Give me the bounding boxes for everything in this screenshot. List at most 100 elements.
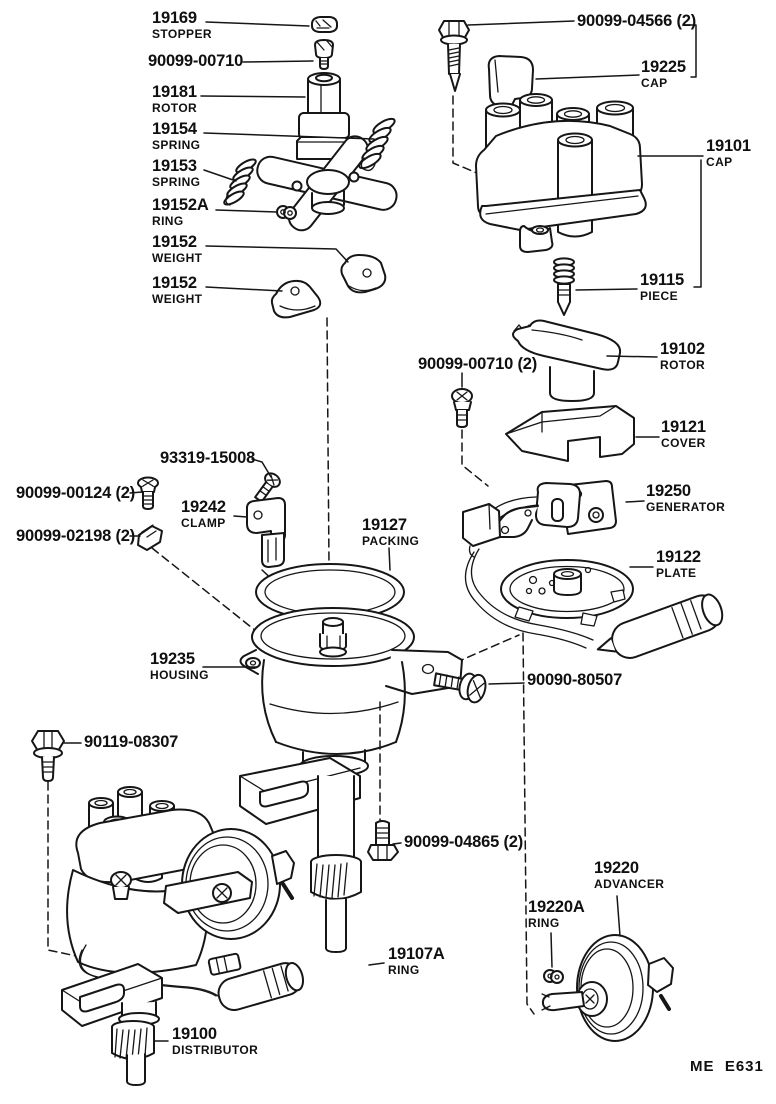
part-number: 90099-00710	[148, 52, 244, 70]
part-name: WEIGHT	[152, 292, 203, 307]
advancer-19220-drawing	[541, 934, 674, 1042]
part-number: 19225	[641, 58, 686, 76]
part-name: PACKING	[362, 534, 420, 549]
weight-19152-lower-drawing	[270, 279, 322, 319]
label-90099-00710: 90099-00710	[148, 52, 244, 70]
cover-19121-drawing	[505, 405, 635, 462]
label-93319-15008: 93319-15008	[160, 449, 256, 467]
part-number: 19152A	[152, 196, 209, 214]
housing-19235-drawing	[239, 607, 463, 953]
part-number: 19154	[152, 120, 197, 138]
ring-19152A-drawing	[276, 205, 297, 220]
part-name: HOUSING	[150, 668, 209, 683]
part-name: STOPPER	[152, 27, 212, 42]
screw-00710b-drawing	[451, 388, 473, 428]
part-number: 90090-80507	[527, 671, 623, 689]
label-90099-00710-2: 90099-00710 (2)	[418, 355, 538, 373]
screw-80507-drawing	[433, 672, 487, 704]
part-number: 19181	[152, 83, 197, 101]
part-name: ROTOR	[152, 101, 198, 116]
clip-02198-drawing	[137, 524, 163, 551]
generator-19250-drawing	[462, 480, 617, 558]
screw-04865-drawing	[367, 820, 399, 861]
bolt-00124-drawing	[137, 476, 159, 510]
screw-00710-drawing	[314, 39, 334, 70]
part-number: 90099-04566 (2)	[577, 12, 697, 30]
part-number: 93319-15008	[160, 449, 256, 467]
part-number: 19102	[660, 340, 705, 358]
part-number: 19220	[594, 859, 639, 877]
label-90099-00124: 90099-00124 (2)	[16, 484, 136, 502]
stopper-19169-drawing	[311, 16, 338, 33]
label-90090-80507: 90090-80507	[527, 671, 623, 689]
part-name: COVER	[661, 436, 706, 451]
part-name: ROTOR	[660, 358, 706, 373]
bolt-04566-drawing	[438, 20, 470, 92]
piece-19115-drawing	[553, 257, 575, 316]
part-number: 19250	[646, 482, 691, 500]
part-name: CLAMP	[181, 516, 226, 531]
plate-19122-drawing	[464, 548, 724, 659]
rotor-19102-drawing	[512, 319, 622, 402]
distributor-19100-drawing	[61, 786, 305, 1086]
part-number: 19152	[152, 233, 197, 251]
clamp-19242-drawing	[246, 497, 286, 568]
label-90099-04566: 90099-04566 (2)	[577, 12, 697, 30]
part-number: 19152	[152, 274, 197, 292]
part-name: SPRING	[152, 175, 201, 190]
part-name: CAP	[706, 155, 733, 170]
part-name: RING	[152, 214, 184, 229]
label-90099-04865: 90099-04865 (2)	[404, 833, 523, 851]
part-number: 19153	[152, 157, 197, 175]
spring-19154-drawing	[358, 117, 396, 172]
weight-19152-upper-drawing	[340, 254, 387, 294]
part-number: 90099-02198 (2)	[16, 527, 136, 545]
part-number: 19115	[640, 271, 684, 289]
part-number: 19127	[362, 516, 407, 534]
bolt-08307-drawing	[31, 730, 65, 782]
part-number: 19121	[661, 418, 706, 436]
spring-19153-drawing	[223, 158, 257, 206]
part-number: 90099-00710 (2)	[418, 355, 538, 373]
part-name: WEIGHT	[152, 251, 203, 266]
part-number: 19101	[706, 137, 751, 155]
part-number: 90099-00124 (2)	[16, 484, 136, 502]
part-name: CAP	[641, 76, 668, 91]
page-code: ME E631	[690, 1058, 764, 1075]
rotor-shaft-19181-drawing	[256, 72, 398, 232]
part-name: DISTRIBUTOR	[172, 1043, 259, 1058]
part-number: 19169	[152, 9, 197, 27]
part-number: 19107A	[388, 945, 445, 963]
label-90099-02198: 90099-02198 (2)	[16, 527, 136, 545]
ring-19220A-drawing	[543, 969, 564, 984]
part-number: 90119-08307	[84, 733, 179, 751]
part-name: ADVANCER	[594, 877, 665, 892]
part-number: 19220A	[528, 898, 585, 916]
plate-connector-plug	[596, 593, 724, 659]
part-name: GENERATOR	[646, 500, 726, 515]
part-name: PIECE	[640, 289, 679, 304]
part-number: 19235	[150, 650, 195, 668]
part-number: 19122	[656, 548, 701, 566]
part-name: PLATE	[656, 566, 697, 581]
label-90119-08307: 90119-08307	[84, 733, 179, 751]
